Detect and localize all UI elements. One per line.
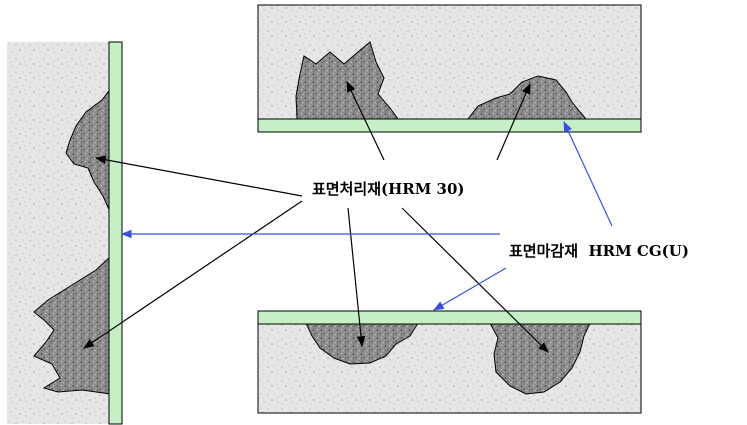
left-aggregate-upper: [65, 86, 112, 215]
top-finish-layer: [257, 118, 642, 133]
top-aggregate-left: [295, 41, 399, 120]
arrow-to-bottom-left-aggregate: [347, 207, 366, 348]
arrow-to-top-right-aggregate: [496, 83, 531, 161]
top-right-panel: [257, 4, 642, 133]
left-panel: [7, 41, 123, 425]
treatment-arrows: [83, 81, 549, 353]
left-finish-layer: [108, 41, 123, 425]
blue-arrow-to-top-finish: [563, 121, 613, 227]
surface-finish-label: 표면마감재 HRM CG(U): [509, 242, 689, 260]
bottom-aggregate-right: [489, 322, 591, 395]
surface-treatment-label: 표면처리재(HRM 30): [312, 180, 465, 198]
left-aggregate-lower: [33, 254, 112, 395]
arrow-to-left-upper-aggregate: [94, 155, 303, 197]
arrow-to-left-lower-aggregate: [83, 200, 303, 349]
arrow-to-top-left-aggregate: [346, 81, 385, 161]
arrow-to-bottom-right-aggregate: [401, 207, 549, 353]
top-aggregate-right: [466, 75, 588, 120]
finish-arrows: [120, 121, 613, 311]
blue-arrow-to-bottom-finish: [433, 267, 507, 311]
bottom-finish-layer: [257, 310, 642, 325]
bottom-right-panel: [257, 310, 642, 414]
